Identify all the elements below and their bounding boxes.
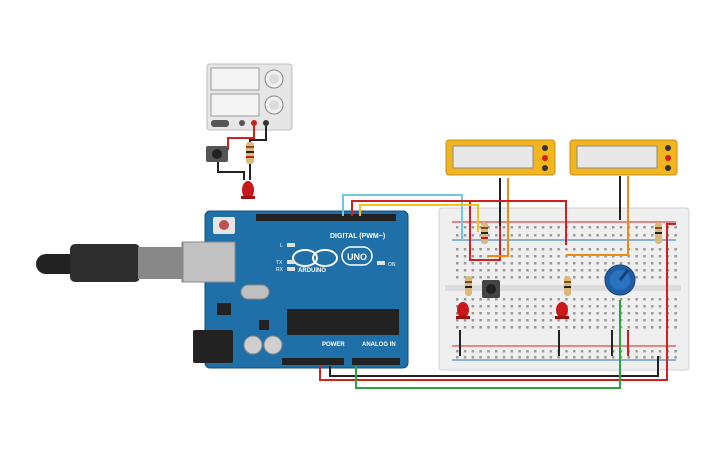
- analog-label: ANALOG IN: [362, 342, 396, 348]
- on-label: ON: [388, 262, 396, 268]
- multimeter-left[interactable]: [445, 139, 556, 176]
- wire-yellow: [359, 204, 479, 232]
- arduino-labels: DIGITAL (PWM~) ARDUINO UNO POWER ANALOG …: [276, 233, 396, 348]
- arduino-uno-board[interactable]: [182, 210, 409, 369]
- power-label: POWER: [322, 342, 345, 348]
- wire-blue: [342, 194, 463, 240]
- brand-label: ARDUINO: [298, 268, 326, 274]
- tx-label: TX: [276, 260, 283, 266]
- wire-black-gnd: [329, 356, 659, 377]
- resistors: [465, 222, 662, 296]
- reset-button[interactable]: [219, 220, 229, 230]
- led-left: [456, 302, 470, 319]
- multimeter-right[interactable]: [569, 139, 678, 176]
- wires: [319, 176, 676, 389]
- wire-red-right: [470, 200, 567, 245]
- power-header[interactable]: [282, 358, 344, 365]
- wire-orange-left: [488, 178, 509, 257]
- supply-resistor: [246, 142, 254, 164]
- model-label: UNO: [347, 252, 367, 262]
- wire-green-a0: [355, 300, 621, 389]
- digital-header[interactable]: [256, 214, 396, 221]
- led-right: [555, 302, 569, 319]
- l-label: L: [280, 243, 283, 249]
- potentiometer-icon[interactable]: [604, 264, 636, 296]
- pushbutton-icon[interactable]: [482, 280, 500, 298]
- supply-wiring: [217, 126, 267, 180]
- wire-red-5v: [319, 223, 676, 381]
- supply-pushbutton[interactable]: [206, 146, 228, 162]
- wire-orange-right: [566, 176, 629, 256]
- atmega-chip: [287, 309, 399, 335]
- analog-header[interactable]: [352, 358, 400, 365]
- digital-header-label: DIGITAL (PWM~): [330, 233, 385, 240]
- power-supply[interactable]: [206, 63, 293, 131]
- supply-led: [241, 181, 255, 199]
- wire-red-top: [351, 178, 501, 261]
- rx-label: RX: [276, 267, 284, 273]
